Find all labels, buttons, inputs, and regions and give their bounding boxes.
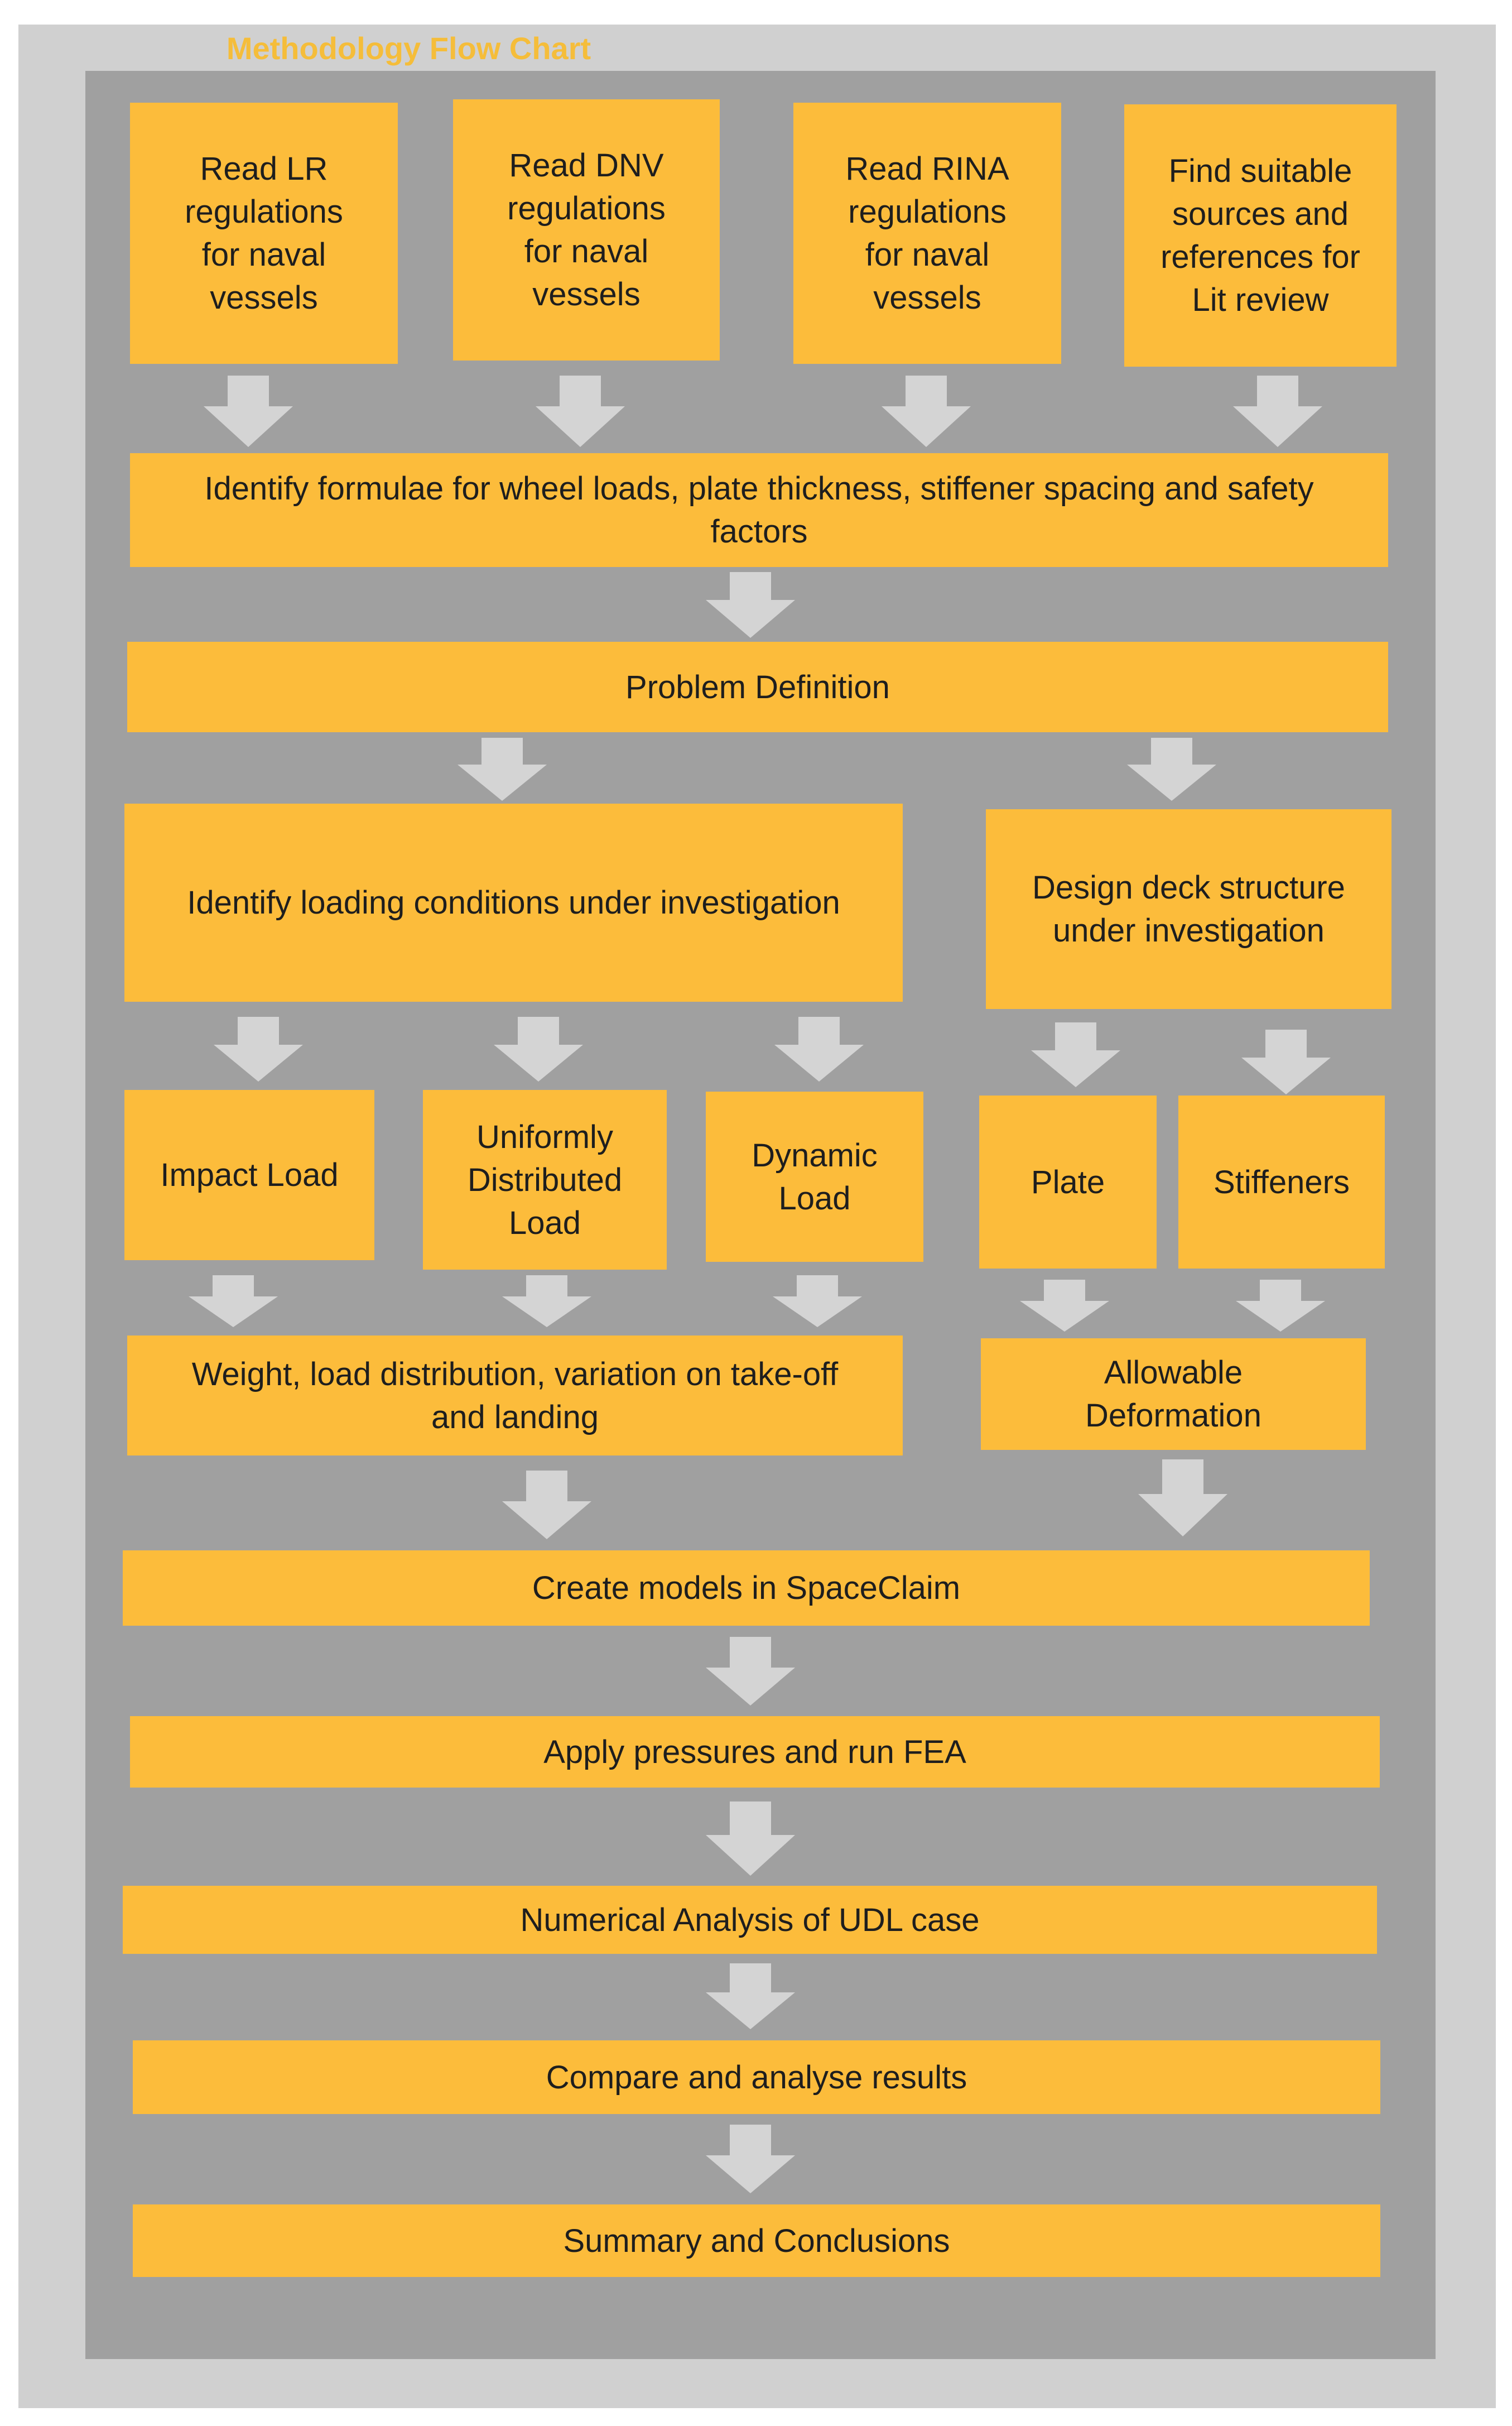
node-allowable-deformation: Allowable Deformation <box>981 1338 1366 1450</box>
node-find-sources: Find suitable sources and references for… <box>1124 104 1397 367</box>
node-dynamic-load: Dynamic Load <box>706 1092 923 1262</box>
node-impact-load: Impact Load <box>124 1090 374 1260</box>
node-problem-definition: Problem Definition <box>127 642 1388 732</box>
node-udl: Uniformly Distributed Load <box>423 1090 667 1270</box>
node-numerical-analysis: Numerical Analysis of UDL case <box>123 1886 1377 1954</box>
node-apply-pressures: Apply pressures and run FEA <box>130 1716 1380 1788</box>
chart-title: Methodology Flow Chart <box>190 25 628 73</box>
node-create-models: Create models in SpaceClaim <box>123 1550 1370 1626</box>
node-loading-conditions: Identify loading conditions under invest… <box>124 804 903 1002</box>
node-read-rina: Read RINA regulations for naval vessels <box>793 103 1061 364</box>
node-read-dnv: Read DNV regulations for naval vessels <box>453 99 720 361</box>
node-read-lr: Read LR regulations for naval vessels <box>130 103 398 364</box>
node-plate: Plate <box>979 1096 1157 1269</box>
node-identify-formulae: Identify formulae for wheel loads, plate… <box>130 453 1388 567</box>
node-design-deck: Design deck structure under investigatio… <box>986 809 1391 1009</box>
node-summary: Summary and Conclusions <box>133 2204 1380 2277</box>
node-weight-distribution: Weight, load distribution, variation on … <box>127 1335 903 1455</box>
node-stiffeners: Stiffeners <box>1178 1096 1385 1269</box>
node-compare-results: Compare and analyse results <box>133 2040 1380 2114</box>
